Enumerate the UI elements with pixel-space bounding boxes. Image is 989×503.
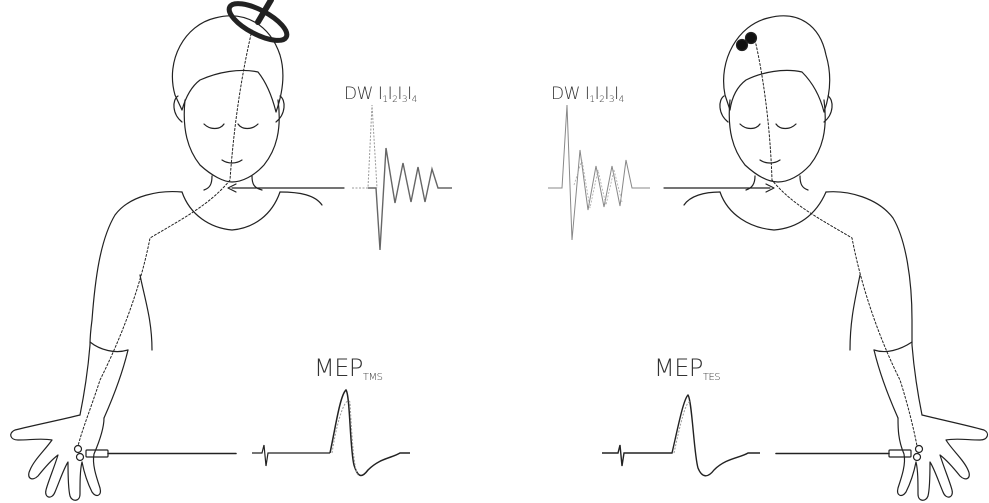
right-mep-label: MEPTES (654, 354, 720, 383)
left-hand (11, 415, 104, 500)
left-arm (80, 345, 90, 415)
i1-label: I1 (378, 84, 388, 104)
left-figure (11, 0, 344, 500)
right-shoulder (280, 192, 322, 205)
dw-label: DW (551, 84, 580, 104)
right-dw-iwave-trace (548, 105, 650, 240)
right-mep-trace (602, 395, 760, 476)
i2-label: I2 (595, 84, 605, 104)
right-eye (238, 124, 258, 129)
left-dw-iwave-trace (352, 105, 452, 250)
dw-label: DW (344, 84, 373, 104)
left-mep-label: MEPTMS (314, 354, 382, 383)
right-figure (664, 16, 987, 500)
left-mep-trace (252, 390, 410, 475)
left-face (184, 100, 279, 182)
i2-label: I2 (388, 84, 398, 104)
left-wave-label: DW I1I2I3I4 (344, 84, 417, 105)
i4-label: I4 (614, 84, 624, 104)
left-shoulder (90, 192, 182, 345)
i3-label: I3 (397, 84, 407, 104)
right-wave-label: DW I1I2I3I4 (551, 84, 624, 105)
i1-label: I1 (585, 84, 595, 104)
left-hair (172, 16, 283, 112)
left-corticospinal-path (78, 30, 252, 446)
i4-label: I4 (407, 84, 417, 104)
left-eye (204, 124, 224, 129)
i3-label: I3 (604, 84, 614, 104)
